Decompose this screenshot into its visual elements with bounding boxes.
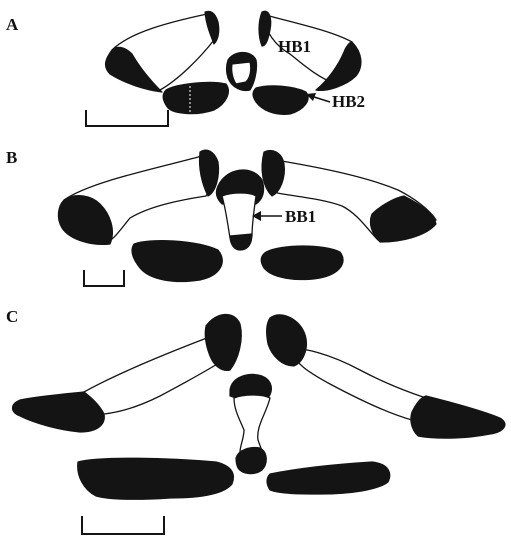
bb-c-light — [234, 395, 270, 452]
hb2-left-c — [78, 458, 234, 499]
hb2-right-c — [267, 462, 390, 494]
bb-a — [227, 53, 257, 91]
bb-b-dark-bottom — [230, 234, 252, 250]
hb2-right-b — [261, 246, 343, 280]
scale-bar-a — [86, 110, 168, 126]
scale-bar-b — [84, 270, 124, 286]
hb1-right-c-distal-cap — [411, 396, 505, 438]
scale-bar-c — [82, 516, 164, 534]
hb1-left-c-distal-cap — [13, 392, 105, 432]
panel-c: C — [6, 307, 505, 534]
hb1-right-c-body — [290, 349, 426, 420]
hb1-right-b — [262, 151, 436, 243]
hb1-right-c-proximal-cap — [267, 315, 307, 366]
hb1-left-b — [58, 150, 218, 244]
bb-c — [230, 375, 271, 474]
label-hb1: HB1 — [278, 37, 311, 56]
panel-letter-c: C — [6, 307, 18, 326]
label-bb1: BB1 — [285, 207, 316, 226]
bb-b — [216, 170, 263, 250]
hb1-right-c — [267, 315, 505, 438]
bb-c-dark-bottom — [236, 447, 266, 473]
hb2-left-b — [132, 241, 222, 282]
label-hb2: HB2 — [332, 92, 365, 111]
bb-a-light — [232, 62, 251, 84]
hb2-right-a — [253, 86, 308, 114]
panel-b: B BB1 — [6, 148, 436, 286]
bb-b-light — [222, 193, 256, 238]
hb1-left — [106, 11, 219, 92]
hb1-right-proximal-cap — [259, 11, 271, 46]
hb2-left-a — [163, 82, 228, 113]
hb1-left-c — [13, 314, 242, 432]
panel-a: A HB1 HB2 — [6, 11, 365, 126]
panel-letter-a: A — [6, 15, 19, 34]
panel-letter-b: B — [6, 148, 17, 167]
